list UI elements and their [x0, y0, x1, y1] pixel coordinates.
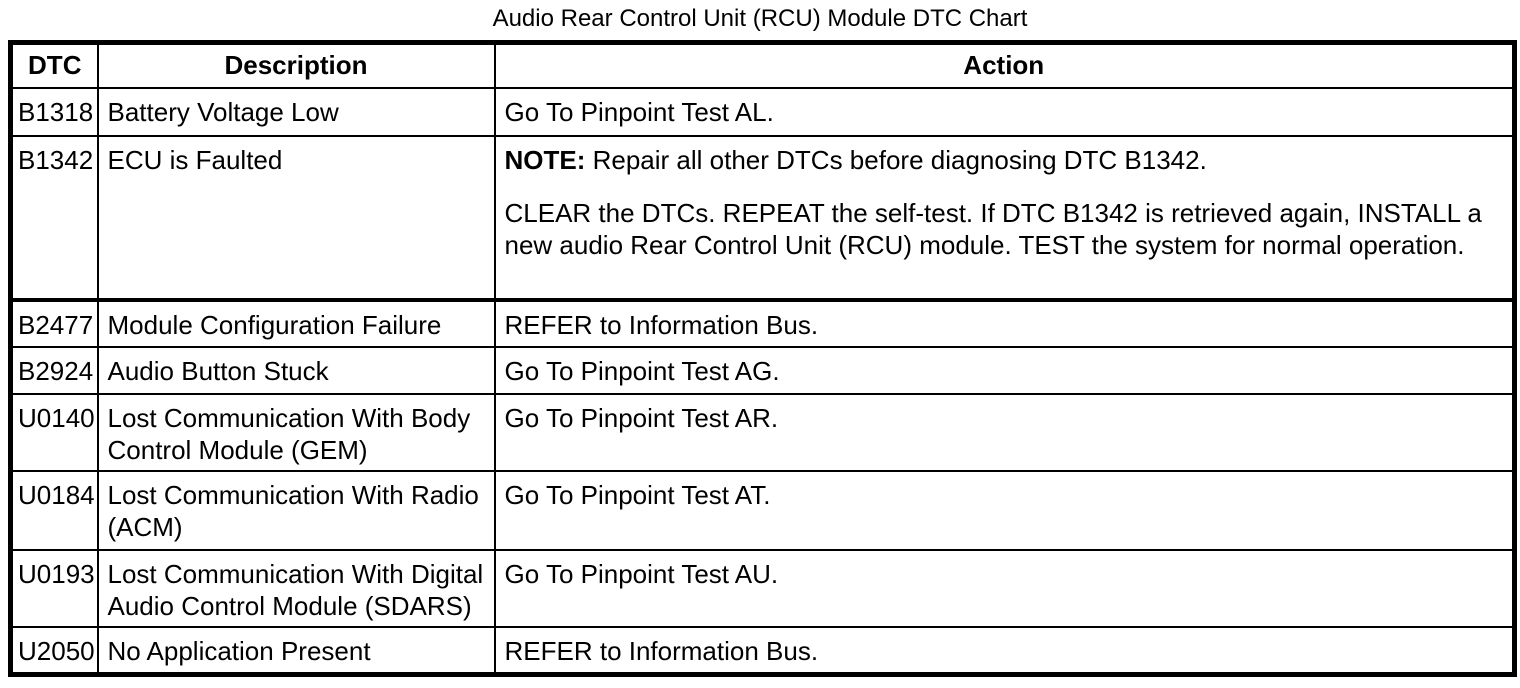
description-cell: Battery Voltage Low — [96, 86, 496, 137]
description-cell: No Application Present — [96, 625, 496, 676]
action-paragraph: NOTE: Repair all other DTCs before diagn… — [504, 144, 1207, 175]
action-cell: Go To Pinpoint Test AL. — [493, 86, 1516, 137]
description-cell: Module Configuration Failure — [96, 297, 496, 348]
action-cell: REFER to Information Bus. — [493, 297, 1516, 348]
dtc-code-cell: B1318 — [9, 86, 99, 137]
dtc-code-cell: U0193 — [9, 548, 99, 628]
page-title: Audio Rear Control Unit (RCU) Module DTC… — [492, 5, 1028, 32]
dtc-code-cell: U2050 — [9, 625, 99, 676]
column-header-description: Description — [96, 41, 496, 89]
header-row: DTC Description Action — [9, 41, 1516, 89]
action-paragraph: Go To Pinpoint Test AT. — [504, 479, 771, 510]
action-paragraph: REFER to Information Bus. — [504, 309, 819, 340]
description-cell: Lost Communication With Digital Audio Co… — [96, 548, 496, 628]
action-cell: NOTE: Repair all other DTCs before diagn… — [493, 134, 1516, 301]
column-header-action: Action — [493, 41, 1516, 89]
action-cell: Go To Pinpoint Test AT. — [493, 469, 1516, 551]
description-cell: ECU is Faulted — [96, 134, 496, 301]
action-paragraph: Go To Pinpoint Test AL. — [504, 96, 774, 127]
column-header-dtc: DTC — [9, 41, 99, 89]
note-label: NOTE: — [504, 144, 586, 175]
description-cell: Lost Communication With Radio (ACM) — [96, 469, 496, 551]
action-cell: Go To Pinpoint Test AG. — [493, 345, 1516, 395]
dtc-code-cell: B2924 — [9, 345, 99, 395]
action-paragraph: Go To Pinpoint Test AU. — [504, 558, 779, 589]
dtc-code-cell: U0140 — [9, 392, 99, 472]
description-cell: Audio Button Stuck — [96, 345, 496, 395]
action-cell: Go To Pinpoint Test AU. — [493, 548, 1516, 628]
action-paragraph: Go To Pinpoint Test AG. — [504, 355, 780, 386]
action-cell: REFER to Information Bus. — [493, 625, 1516, 676]
dtc-code-cell: U0184 — [9, 469, 99, 551]
action-cell: Go To Pinpoint Test AR. — [493, 392, 1516, 472]
action-paragraph: Go To Pinpoint Test AR. — [504, 402, 779, 433]
dtc-code-cell: B1342 — [9, 134, 99, 301]
description-cell: Lost Communication With Body Control Mod… — [96, 392, 496, 472]
action-paragraph: CLEAR the DTCs. REPEAT the self-test. If… — [504, 197, 1482, 260]
dtc-code-cell: B2477 — [9, 297, 99, 348]
action-paragraph: REFER to Information Bus. — [504, 635, 819, 666]
